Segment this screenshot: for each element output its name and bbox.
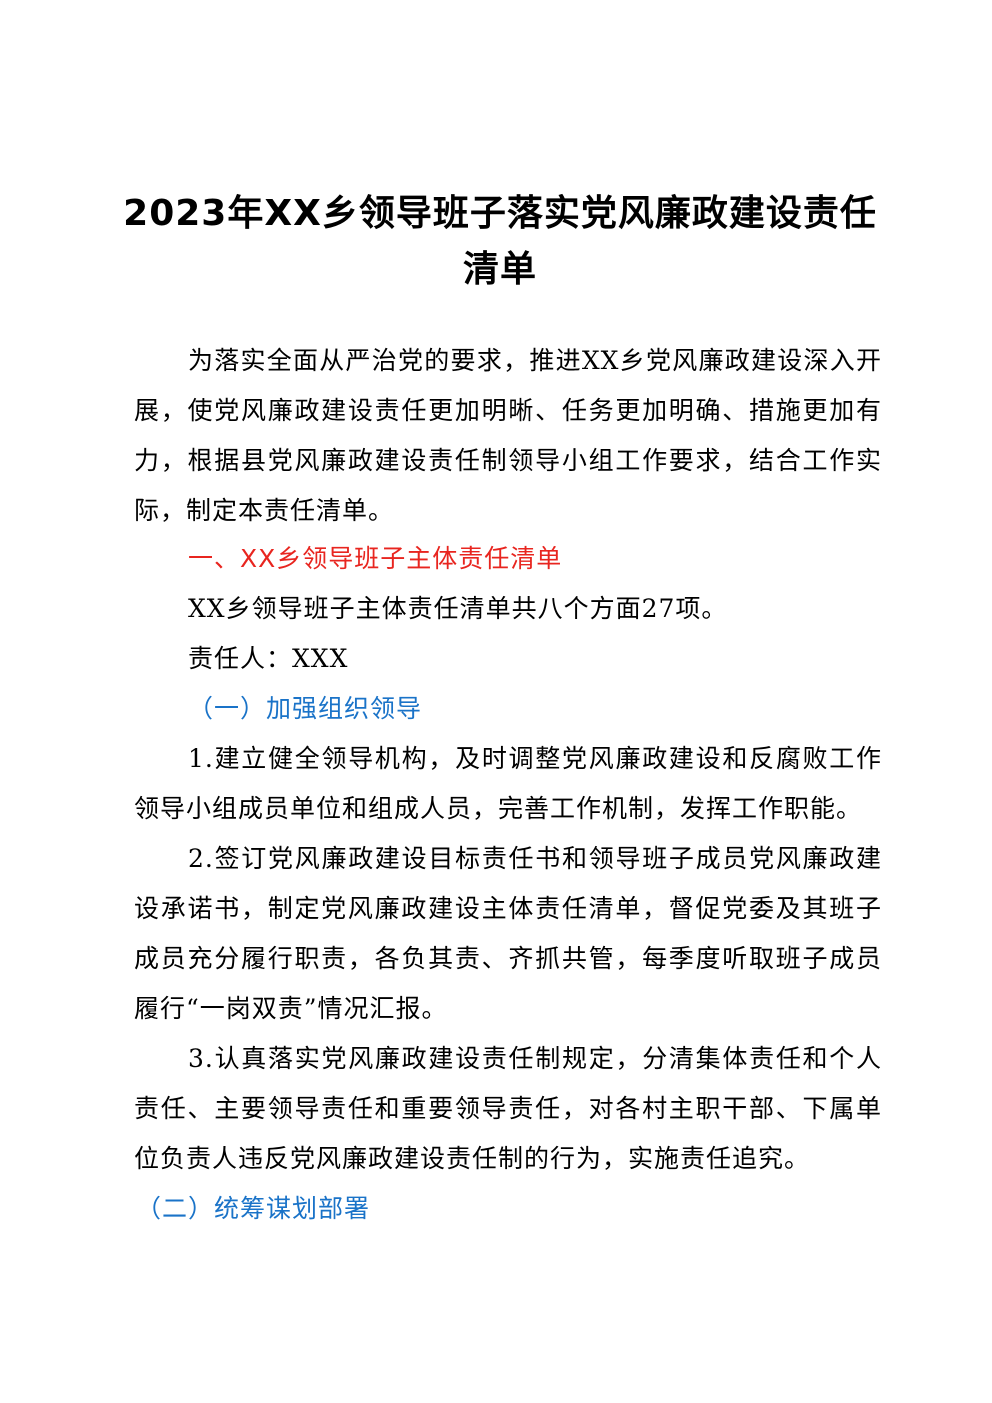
subsection-heading-1: （一）加强组织领导 [188,694,423,723]
document-title: 2023年XX乡领导班子落实党风廉政建设责任清单 [123,193,877,290]
list-item: 1.建立健全领导机构，及时调整党风廉政建设和反腐败工作领导小组成员单位和组成人员… [134,744,882,823]
intro-paragraph: 为落实全面从严治党的要求，推进XX乡党风廉政建设深入开展，使党风廉政建设责任更加… [134,346,882,525]
section-summary: XX乡领导班子主体责任清单共八个方面27项。 [188,594,728,623]
responsible-person: 责任人：XXX [188,644,349,673]
subsection-heading-2: （二）统筹谋划部署 [136,1194,371,1223]
list-item: 2.签订党风廉政建设目标责任书和领导班子成员党风廉政建设承诺书，制定党风廉政建设… [134,844,882,1023]
list-item: 3.认真落实党风廉政建设责任制规定，分清集体责任和个人责任、主要领导责任和重要领… [134,1044,882,1173]
section-heading: 一、XX乡领导班子主体责任清单 [188,544,563,573]
